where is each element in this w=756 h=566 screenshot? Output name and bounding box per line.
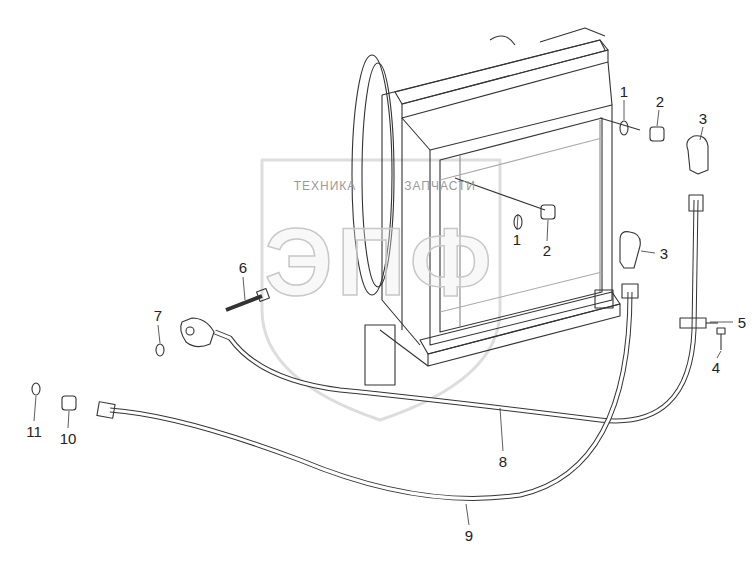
callout-number: 6 — [239, 260, 247, 275]
callout-number: 10 — [60, 431, 77, 446]
watermark-logo: ЭПФ — [264, 214, 495, 310]
watermark-text: ЗАПЧАСТИ — [404, 180, 476, 192]
callout-number: 9 — [465, 528, 473, 543]
callout-number: 11 — [26, 424, 42, 439]
callout-number: 5 — [738, 315, 746, 330]
callout-number: 1 — [620, 84, 628, 99]
callout-number: 1 — [513, 232, 521, 247]
callout-number: 2 — [656, 94, 664, 109]
callout-number: 2 — [543, 243, 551, 258]
callout-number: 7 — [154, 308, 162, 323]
callout-number: 4 — [712, 360, 720, 375]
callout-number: 8 — [499, 454, 507, 469]
callout-number: 3 — [660, 246, 668, 261]
callout-number: 3 — [699, 111, 707, 126]
watermark-text: ТЕХНИКА — [294, 180, 357, 192]
